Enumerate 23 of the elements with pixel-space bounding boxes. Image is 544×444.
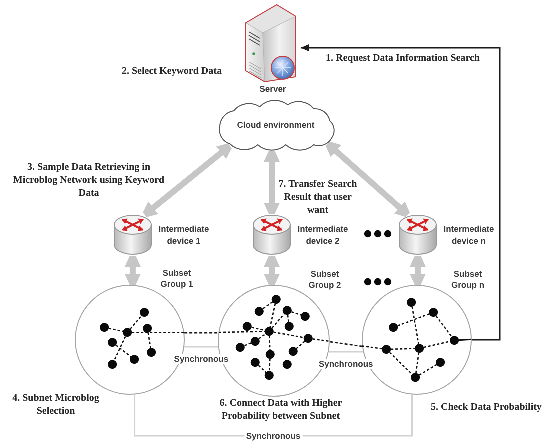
connector-line [328, 351, 364, 353]
step-label: 6. Connect Data with Higher Probability between Subnet [218, 397, 344, 423]
step-label: 4. Subnet Microblog Selection [12, 392, 100, 418]
node-caption: Subset Group n [450, 269, 486, 291]
step-label: 3. Sample Data Retrieving in Microblog Network using Keyword Data [12, 161, 166, 200]
edge-label: Synchronous [172, 354, 231, 364]
dashed-line [184, 332, 219, 334]
node-label: Server [260, 84, 286, 95]
node-label: Cloud environment [237, 120, 315, 130]
edge-label: Synchronous [316, 358, 376, 369]
edge-label: Synchronous [244, 431, 303, 441]
node-caption: Subset Group 1 [160, 268, 194, 290]
node-label: Intermediate device 1 [158, 222, 210, 248]
node-label: Intermediate device n [442, 222, 496, 248]
dashed-line [330, 341, 362, 348]
node-caption: Subset Group 2 [308, 269, 342, 291]
arrow [301, 44, 501, 341]
step-label: 2. Select Keyword Data [122, 65, 222, 78]
node-label: Intermediate device 2 [296, 222, 350, 248]
step-label: 1. Request Data Information Search [326, 52, 480, 65]
connector-line [184, 346, 218, 348]
step-label: 5. Check Data Probability [431, 401, 542, 414]
step-label: 7. Transfer Search Result that user want [278, 178, 358, 217]
